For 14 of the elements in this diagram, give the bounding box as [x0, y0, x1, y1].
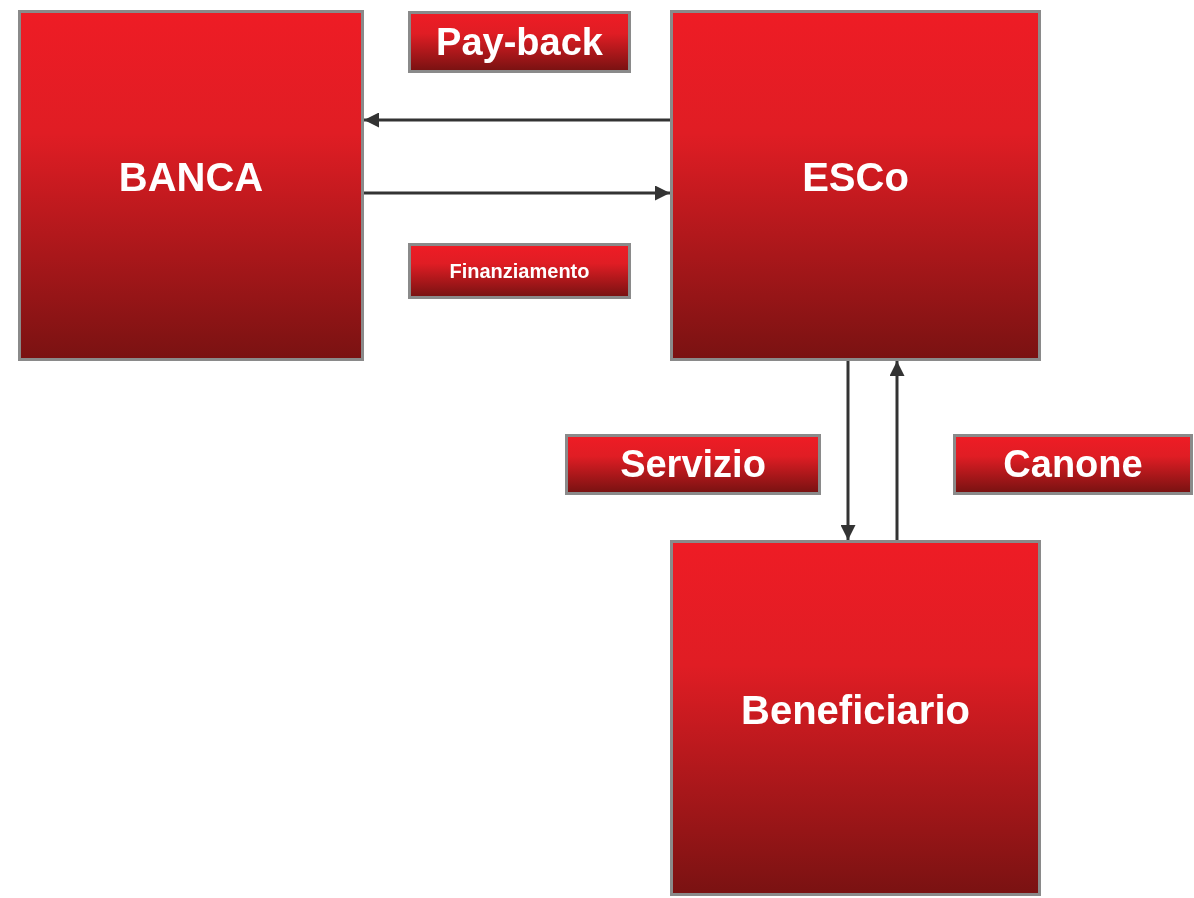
arrow [364, 185, 670, 201]
edge-label: Servizio [565, 434, 821, 495]
node-label: ESCo [802, 155, 909, 200]
process-box [18, 10, 364, 361]
node-label: Beneficiario [741, 687, 970, 733]
arrow [364, 112, 670, 128]
edge-label: Canone [953, 434, 1193, 495]
arrow [840, 361, 856, 540]
process-box [670, 540, 1041, 896]
arrow [889, 361, 905, 540]
edge-label: Finanziamento [408, 243, 631, 299]
process-box [670, 10, 1041, 361]
edge-label: Pay-back [408, 11, 631, 73]
node-label: BANCA [118, 155, 264, 200]
